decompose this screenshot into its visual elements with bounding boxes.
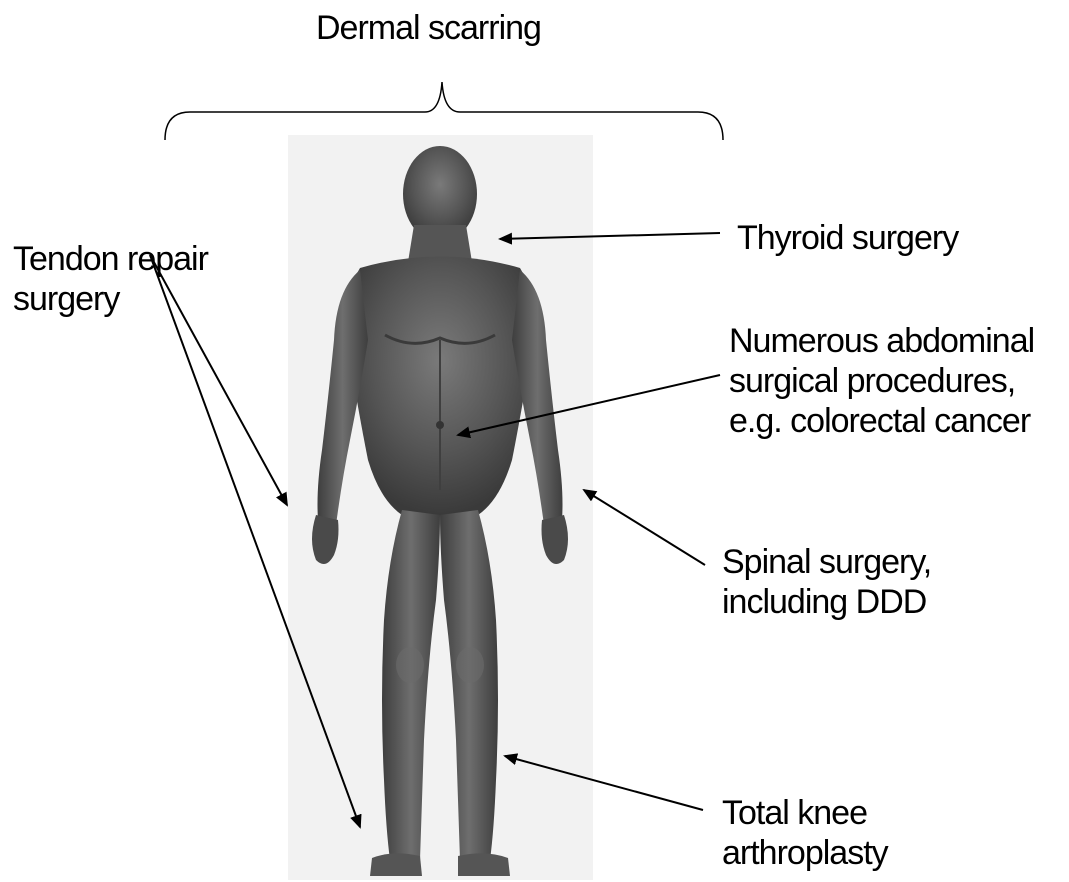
figure-right-knee	[456, 647, 484, 683]
label-spinal-line-1: Spinal surgery,	[722, 542, 931, 582]
figure-navel	[436, 421, 444, 429]
label-tendon-line-1: Tendon repair	[13, 239, 208, 279]
label-tendon-line-2: surgery	[13, 279, 208, 319]
label-tendon-repair: Tendon repair surgery	[13, 239, 208, 319]
label-dermal-scarring: Dermal scarring	[316, 8, 541, 48]
label-total-knee-arthroplasty: Total knee arthroplasty	[722, 793, 888, 873]
label-spinal-line-2: including DDD	[722, 582, 931, 622]
figure-left-foot	[370, 853, 422, 876]
figure-neck	[408, 225, 472, 262]
figure-right-foot	[458, 853, 510, 876]
label-abdominal-procedures: Numerous abdominal surgical procedures, …	[729, 321, 1034, 441]
arrow-spinal	[584, 490, 705, 565]
label-knee-line-1: Total knee	[722, 793, 888, 833]
label-thyroid-text: Thyroid surgery	[737, 218, 958, 258]
label-knee-line-2: arthroplasty	[722, 833, 888, 873]
dermal-bracket	[165, 82, 723, 140]
figure-left-knee	[396, 647, 424, 683]
label-spinal-surgery: Spinal surgery, including DDD	[722, 542, 931, 622]
label-thyroid-surgery: Thyroid surgery	[737, 218, 958, 258]
label-abdominal-line-3: e.g. colorectal cancer	[729, 401, 1034, 441]
label-dermal-text: Dermal scarring	[316, 8, 541, 48]
label-abdominal-line-1: Numerous abdominal	[729, 321, 1034, 361]
label-abdominal-line-2: surgical procedures,	[729, 361, 1034, 401]
